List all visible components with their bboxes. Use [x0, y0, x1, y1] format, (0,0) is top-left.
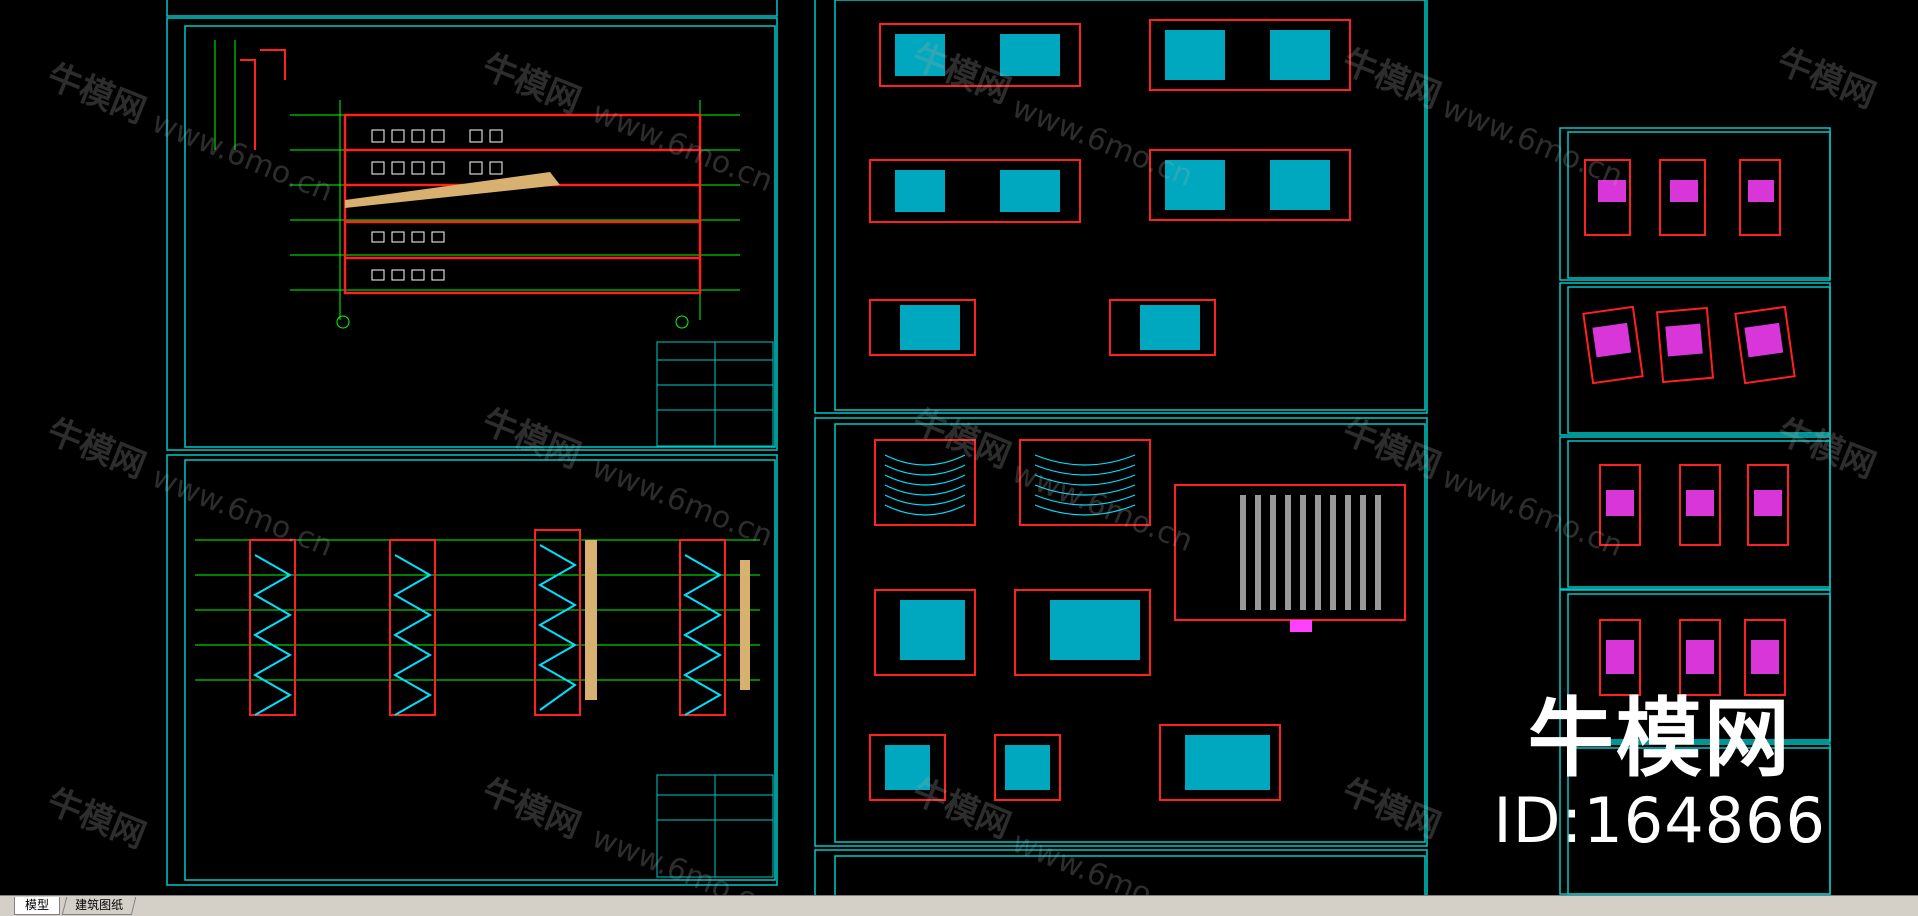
sheet-classroom-plans [814, 0, 1428, 414]
watermark-brand: 牛模网 [1772, 41, 1882, 116]
watermark-url: www.6mo.cn [1437, 90, 1628, 194]
watermark-brand: 牛模网 [477, 401, 587, 476]
watermark-url: www.6mo.cn [587, 95, 778, 199]
brand-overlay: 牛模网 ID:164866 [1493, 696, 1826, 852]
sheet-stair-sections [166, 454, 778, 886]
stair-detail-plans [1582, 159, 1796, 696]
watermark-brand: 牛模网 [42, 411, 152, 486]
stair-section-drawings [195, 529, 760, 716]
watermark-url: www.6mo.cn [587, 820, 778, 895]
brand-name: 牛模网 [1527, 689, 1792, 789]
watermark-brand: 牛模网 [42, 781, 152, 856]
watermark-brand: 牛模网 [1337, 771, 1447, 846]
watermark-url: www.6mo.cn [147, 460, 338, 564]
watermark-brand: 牛模网 [1337, 411, 1447, 486]
building-section-drawing [214, 40, 740, 329]
watermark-url: www.6mo.cn [1007, 825, 1198, 895]
watermark-brand: 牛模网 [477, 771, 587, 846]
lecture-hall-plan-grid [869, 439, 1406, 801]
watermark-url: www.6mo.cn [147, 105, 338, 209]
sheet-partial-bottom [814, 849, 1428, 895]
layout-tab-bar: 模型 建筑图纸 [0, 895, 1918, 916]
cad-drawing: 牛模网 www.6mo.cn 牛模网 www.6mo.cn 牛模网 www.6m… [42, 0, 1882, 895]
tab-architectural-drawings-label: 建筑图纸 [75, 898, 124, 912]
classroom-plan-grid [869, 19, 1351, 356]
watermark-url: www.6mo.cn [587, 450, 778, 554]
sheet-stair-details [1559, 127, 1831, 895]
watermark-brand: 牛模网 [1337, 41, 1447, 116]
model-space-canvas[interactable]: 牛模网 www.6mo.cn 牛模网 www.6mo.cn 牛模网 www.6m… [0, 0, 1918, 895]
tab-architectural-drawings[interactable]: 建筑图纸 [61, 897, 137, 915]
watermark-url: www.6mo.cn [1007, 455, 1198, 559]
watermark-brand: 牛模网 [907, 36, 1017, 111]
watermark-brand: 牛模网 [42, 56, 152, 131]
sheet-lecture-hall-plans [814, 417, 1428, 847]
tab-model[interactable]: 模型 [14, 897, 61, 915]
watermark-brand: 牛模网 [907, 771, 1017, 846]
sheet-section-elevation [166, 0, 778, 451]
watermark-brand: 牛模网 [477, 46, 587, 121]
model-id-label: ID:164866 [1493, 784, 1826, 857]
